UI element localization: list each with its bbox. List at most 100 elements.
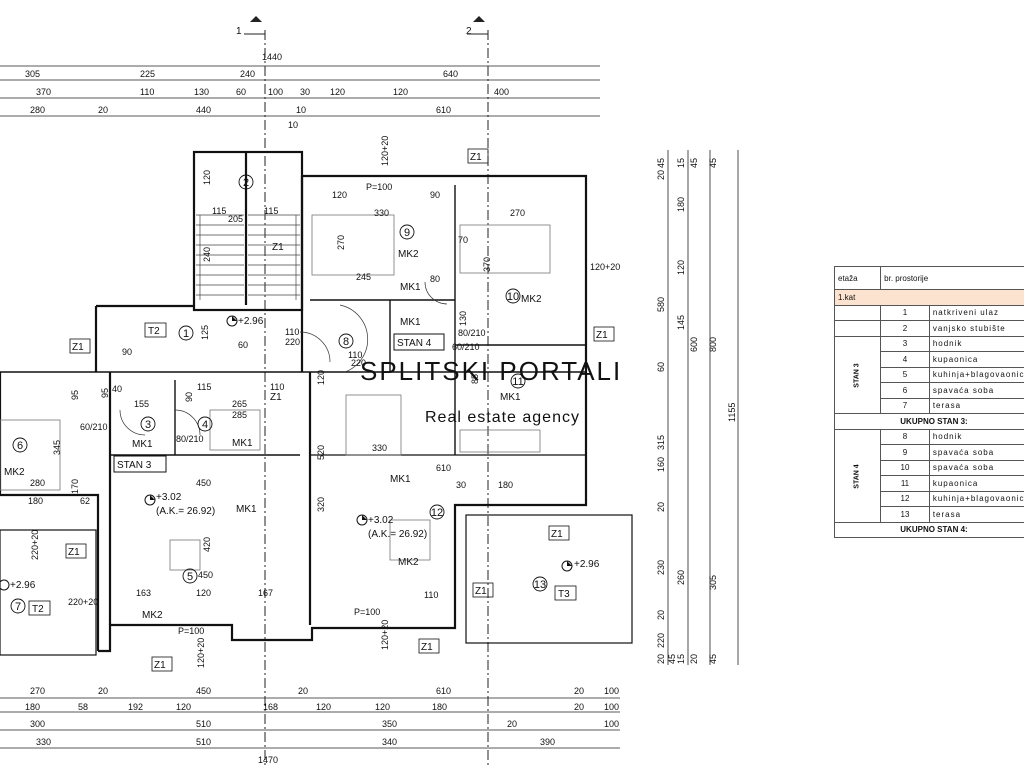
room-code-4: MK1	[232, 438, 253, 449]
room-code-12: MK2	[398, 557, 419, 568]
svg-text:110: 110	[348, 350, 362, 360]
legend-row: 4 kupaonica	[835, 351, 1024, 368]
svg-text:15: 15	[676, 654, 686, 664]
svg-text:+2.96: +2.96	[574, 559, 600, 570]
svg-text:420: 420	[202, 537, 212, 552]
svg-text:800: 800	[708, 337, 718, 352]
right-dims-c: 580 600 800 260 305	[656, 297, 718, 590]
room-code-9: MK2	[398, 249, 419, 260]
legend-row: 1 natkriveni ulaz	[833, 304, 1024, 321]
svg-text:P=100: P=100	[178, 626, 204, 636]
svg-text:115: 115	[197, 382, 211, 392]
svg-text:350: 350	[382, 719, 397, 729]
svg-text:30: 30	[300, 87, 310, 97]
walls	[0, 150, 588, 653]
svg-text:20: 20	[689, 654, 699, 664]
legend-floor-label: 1.kat	[834, 289, 1024, 306]
svg-text:220+20: 220+20	[30, 530, 40, 560]
legend-row: STAN 4 8 hodnik	[833, 428, 1024, 523]
room-number-1: 1	[183, 328, 189, 340]
svg-text:MK1: MK1	[400, 282, 421, 293]
room-code-8: MK1	[400, 317, 421, 328]
svg-text:180: 180	[25, 702, 40, 712]
svg-text:95: 95	[100, 388, 110, 398]
svg-text:125: 125	[200, 325, 210, 340]
door-swings	[119, 281, 448, 436]
svg-text:120: 120	[176, 702, 191, 712]
room-code-5: MK1	[236, 504, 257, 515]
svg-text:120: 120	[316, 370, 326, 385]
svg-text:120: 120	[393, 87, 408, 97]
svg-text:(A.K.= 26.92): (A.K.= 26.92)	[156, 506, 215, 517]
svg-text:58: 58	[78, 702, 88, 712]
svg-text:120+20: 120+20	[196, 638, 206, 668]
svg-text:280: 280	[30, 478, 45, 488]
right-dims-bottom: 220 20 45 15 20 45	[656, 633, 718, 664]
svg-text:450: 450	[196, 686, 211, 696]
svg-text:20: 20	[574, 686, 584, 696]
svg-text:330: 330	[372, 443, 387, 453]
bed-room-9	[311, 214, 395, 276]
svg-text:640: 640	[443, 69, 458, 79]
legend-group-stan4: STAN 4	[854, 464, 862, 489]
svg-text:20: 20	[656, 170, 666, 180]
svg-text:192: 192	[128, 702, 143, 712]
svg-text:280: 280	[30, 105, 45, 115]
room-number-13: 13	[534, 579, 546, 591]
svg-text:1: 1	[236, 26, 242, 37]
terrace-13	[465, 514, 633, 644]
room-code-3: MK1	[132, 439, 153, 450]
svg-text:270: 270	[336, 235, 346, 250]
svg-text:160: 160	[656, 457, 666, 472]
kitchen-counter-apt4	[345, 394, 402, 456]
window-tags: Z1 Z1 Z1 Z1 Z1 Z1 Z1 Z1 Z1 Z1	[68, 152, 608, 671]
room-code-7: T2	[32, 604, 44, 615]
svg-text:60: 60	[236, 87, 246, 97]
svg-text:230: 230	[656, 560, 666, 575]
svg-text:45: 45	[689, 158, 699, 168]
svg-text:155: 155	[134, 399, 149, 409]
inner-dimensions: 120 115 115 205 240 330 90 120 270 270 2…	[28, 170, 525, 600]
room-number-4: 4	[202, 419, 208, 431]
svg-text:145: 145	[676, 315, 686, 330]
svg-text:10: 10	[296, 105, 306, 115]
svg-text:345: 345	[52, 440, 62, 455]
svg-text:100: 100	[604, 702, 619, 712]
svg-text:170: 170	[70, 479, 80, 494]
section-marker-2: 2	[466, 16, 488, 37]
legend-row: 5 kuhinja+blagovaonica	[835, 366, 1024, 383]
bed-room-6	[0, 419, 61, 491]
svg-text:330: 330	[36, 737, 51, 747]
window-tag: Z1	[551, 529, 563, 540]
level-marker-terrace-7: +2.96	[0, 579, 36, 591]
staircase	[196, 214, 300, 300]
svg-text:120: 120	[330, 87, 345, 97]
svg-text:60/210: 60/210	[80, 422, 108, 432]
svg-text:STAN 3: STAN 3	[117, 460, 152, 471]
svg-text:260: 260	[676, 570, 686, 585]
legend-row: 2 vanjsko stubište	[833, 320, 1024, 337]
bottom-dimension-lines	[0, 697, 620, 749]
window-tag: Z1	[470, 152, 482, 163]
bottom-dim-total: 1470	[258, 755, 278, 765]
svg-text:115: 115	[212, 206, 226, 216]
room-code-13: T3	[558, 589, 570, 600]
apartment-label-stan3: STAN 3	[113, 455, 167, 473]
room-number-3: 3	[145, 419, 151, 431]
svg-text:20: 20	[574, 702, 584, 712]
window-tag-boxes	[65, 148, 615, 672]
right-dims-a: 20 45 15 45 45	[656, 158, 718, 180]
section-marker-1: 1	[236, 16, 265, 37]
room-code-10: MK2	[521, 294, 542, 305]
svg-text:+2.96: +2.96	[10, 580, 36, 591]
svg-text:120: 120	[316, 702, 331, 712]
svg-text:400: 400	[494, 87, 509, 97]
dining-table-apt4	[389, 519, 431, 561]
svg-text:220+20: 220+20	[68, 597, 98, 607]
svg-text:130: 130	[194, 87, 209, 97]
svg-text:115: 115	[264, 206, 278, 216]
svg-text:370: 370	[36, 87, 51, 97]
svg-text:30: 30	[456, 480, 466, 490]
level-marker-entry: +2.96	[226, 315, 264, 327]
dining-table-apt3	[169, 539, 201, 571]
